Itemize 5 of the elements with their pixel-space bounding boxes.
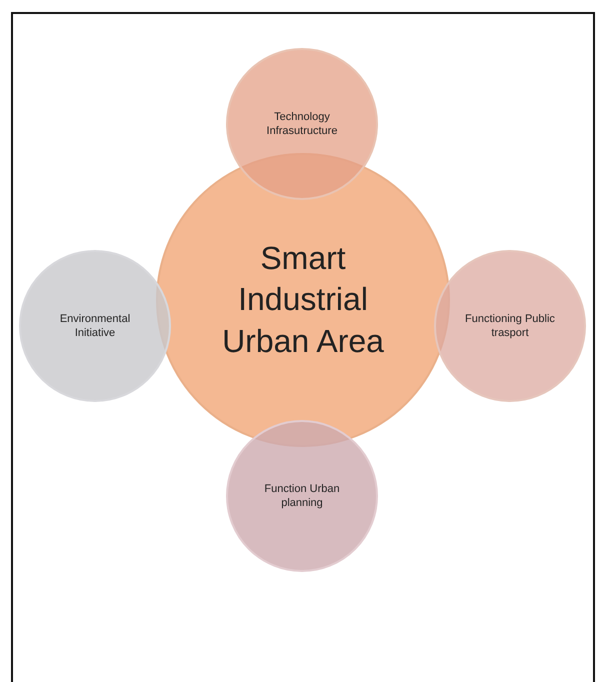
node-label: Environmental Initiative	[58, 312, 132, 340]
node-label: Smart Industrial Urban Area	[221, 238, 385, 361]
node-label: Technology Infrasutructure	[266, 110, 338, 138]
node-label: Functioning Public trasport	[464, 312, 556, 340]
node-label: Function Urban planning	[263, 482, 341, 510]
